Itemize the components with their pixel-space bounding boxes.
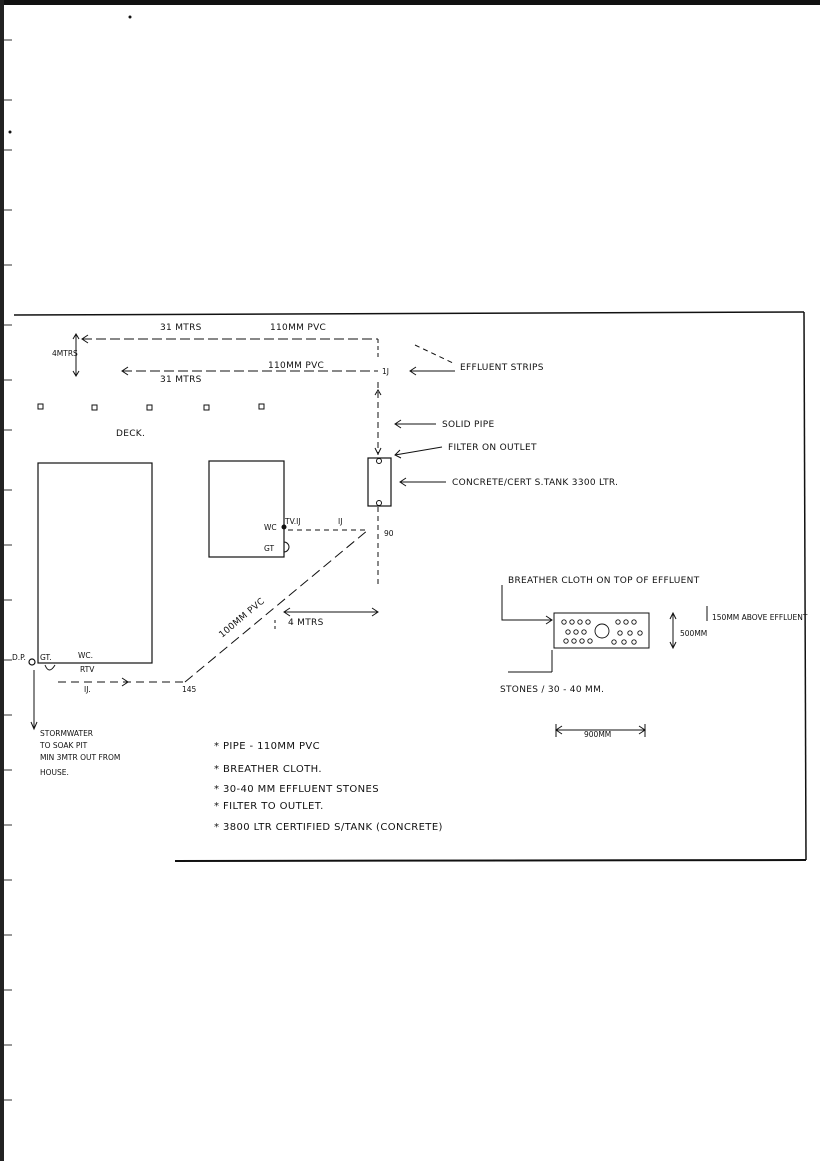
tank-outlet [376,500,382,506]
label-wc: WC [264,523,277,532]
label-width-900: 900MM [584,730,611,739]
label-dp: D.P. [12,653,26,662]
label-offset: 4 MTRS [288,618,324,628]
soak-pit-detail [501,585,708,737]
tank-inlet [376,458,382,464]
label-gt-left: GT. [40,653,52,662]
stones-fill [561,619,643,645]
label-gt-room: GT [264,544,275,553]
label-ij-bottom: IJ. [84,685,91,694]
label-pipe-100: 100MM PVC [218,597,267,641]
label-spacing: 4MTRS [52,349,78,358]
label-ij-mid: IJ [338,517,342,526]
house-outline [37,462,153,664]
scan-speck [128,15,132,19]
bathroom-outline [208,460,285,558]
label-stormwater-3: MIN 3MTR OUT FROM [40,753,120,762]
label-upper-length: 31 MTRS [160,323,202,333]
label-stones: STONES / 30 - 40 MM. [500,685,604,695]
top-scan-edge [0,0,820,5]
note-item: * BREATHER CLOTH. [214,764,322,775]
downpipe-icon [28,658,36,666]
scan-speck [8,130,12,134]
label-depth-500: 500MM [680,629,707,638]
note-item: * 30-40 MM EFFLUENT STONES [214,784,379,795]
binding-marks [4,39,12,1101]
label-ninety: 90 [384,529,394,538]
drawing-frame [13,311,807,862]
septic-tank [367,457,392,507]
label-deck: DECK. [116,429,145,439]
label-lower-pipe: 110MM PVC [268,361,324,371]
note-item: * 3800 LTR CERTIFIED S/TANK (CONCRETE) [214,822,443,833]
notes-list: * PIPE - 110MM PVC * BREATHER CLOTH. * 3… [214,741,443,833]
label-tank: CONCRETE/CERT S.TANK 3300 LTR. [452,478,618,488]
label-junction-top: 1J [382,367,389,376]
house-drain [44,529,379,687]
label-tv-ij: TV.IJ [284,517,301,526]
label-upper-pipe: 110MM PVC [270,323,326,333]
label-filter-outlet: FILTER ON OUTLET [448,443,537,453]
gt-outlet [283,541,290,553]
note-item: * FILTER TO OUTLET. [214,801,324,812]
left-scan-edge [0,0,4,1161]
label-wc-left: WC. [78,651,93,660]
label-above: 150MM ABOVE EFFLUENT [712,613,808,622]
label-bend-145: 145 [182,685,197,694]
wc-outlet [281,524,287,530]
label-effluent-strips: EFFLUENT STRIPS [460,363,544,373]
label-breather: BREATHER CLOTH ON TOP OF EFFLUENT [508,576,700,586]
label-lower-length: 31 MTRS [160,375,202,385]
label-stormwater-4: HOUSE. [40,768,69,777]
arrow-down-icon [30,721,38,731]
note-item: * PIPE - 110MM PVC [214,741,320,752]
label-solid-pipe: SOLID PIPE [442,420,494,430]
effluent-pipes [72,333,456,585]
label-rtv: RTV [80,665,95,674]
label-stormwater-1: STORMWATER [40,729,93,738]
deck-posts [37,403,265,411]
label-stormwater-2: TO SOAK PIT [39,741,88,750]
